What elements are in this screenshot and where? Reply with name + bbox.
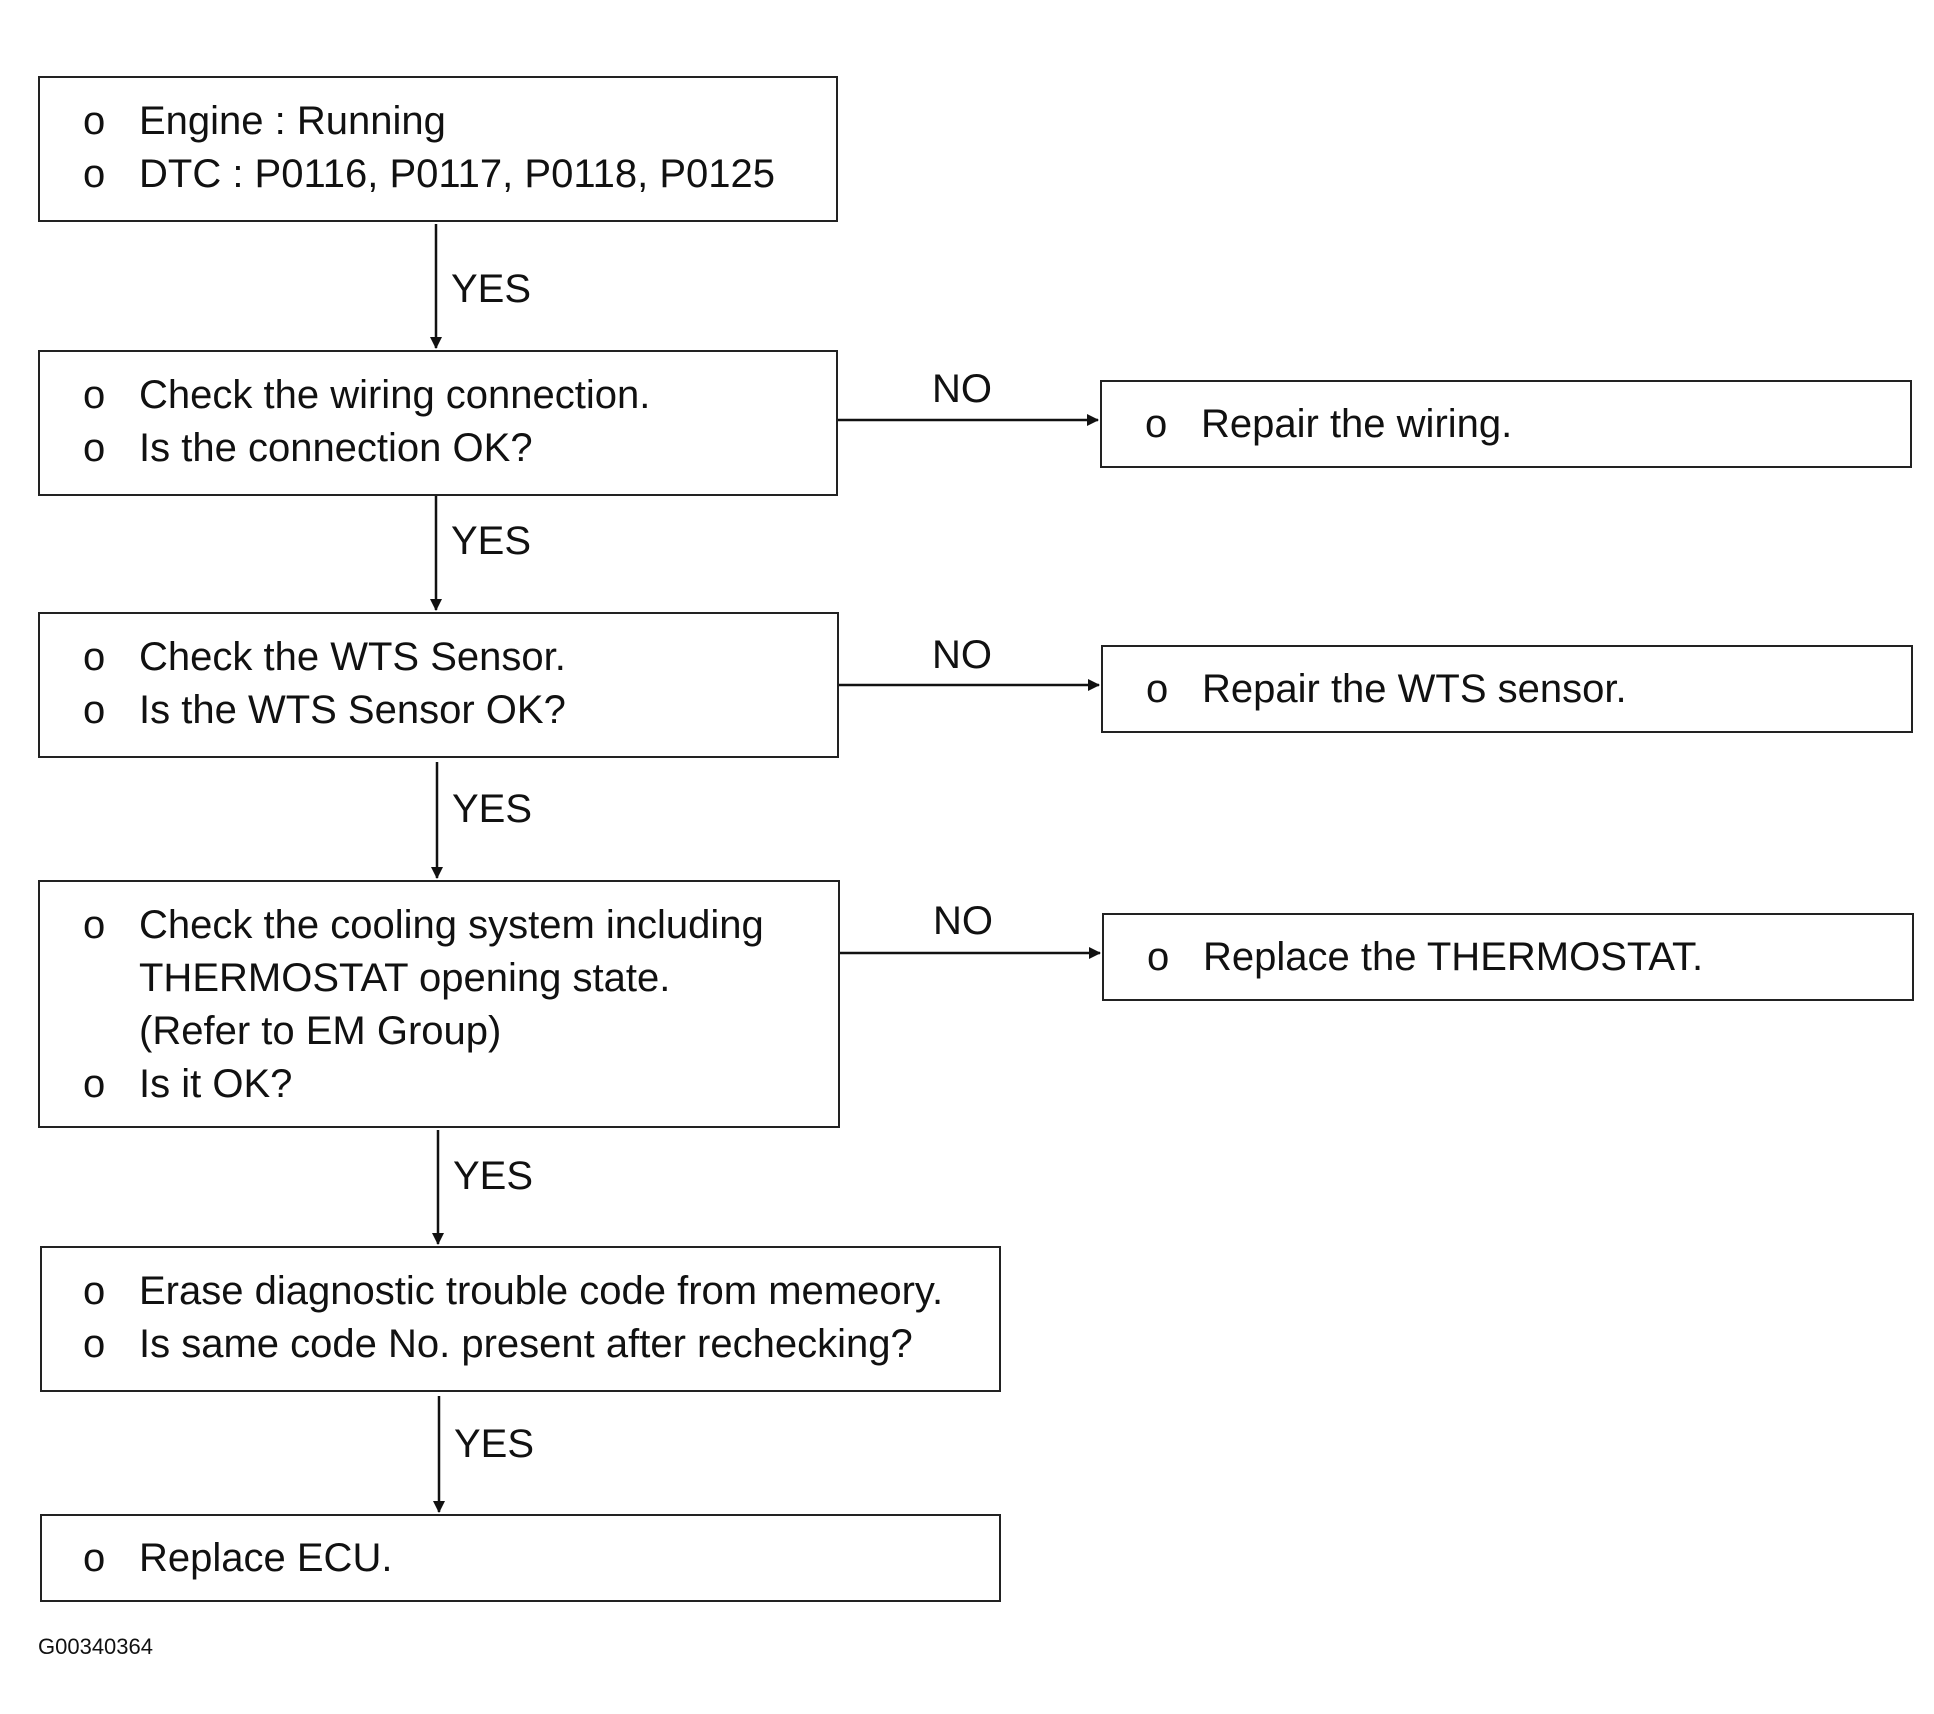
step-text: Check the wiring connection. — [139, 373, 651, 417]
result-box-replace-thermostat: o Replace the THERMOSTAT. — [1102, 913, 1914, 1001]
step-text: Engine : Running — [139, 99, 446, 143]
no-label: NO — [933, 899, 993, 943]
bullet-marker: o — [83, 426, 106, 470]
step-text: DTC : P0116, P0117, P0118, P0125 — [139, 152, 775, 196]
result-text: Replace the THERMOSTAT. — [1203, 935, 1704, 979]
step-box-check-wiring: o Check the wiring connection. o Is the … — [38, 350, 838, 496]
step-text: Check the WTS Sensor. — [139, 635, 566, 679]
result-box-repair-wts-sensor: o Repair the WTS sensor. — [1101, 645, 1913, 733]
bullet-marker: o — [83, 373, 106, 417]
bullet-marker: o — [1146, 667, 1169, 711]
bullet-marker: o — [1147, 935, 1170, 979]
bullet-marker: o — [83, 1062, 106, 1106]
yes-label: YES — [454, 1422, 535, 1466]
bullet-marker: o — [83, 1536, 106, 1580]
figure-id: G00340364 — [38, 1634, 153, 1659]
result-text: Repair the WTS sensor. — [1202, 667, 1627, 711]
no-label: NO — [932, 633, 992, 677]
yes-label: YES — [451, 519, 532, 563]
step-text: THERMOSTAT opening state. — [139, 956, 671, 1000]
yes-label: YES — [452, 787, 533, 831]
yes-label: YES — [453, 1154, 534, 1198]
bullet-marker: o — [83, 99, 106, 143]
step-text: Is the connection OK? — [139, 426, 533, 470]
result-box-repair-wiring: o Repair the wiring. — [1100, 380, 1912, 468]
bullet-marker: o — [1145, 402, 1168, 446]
yes-label: YES — [451, 267, 532, 311]
step-text: Erase diagnostic trouble code from memeo… — [139, 1269, 944, 1313]
bullet-marker: o — [83, 152, 106, 196]
bullet-marker: o — [83, 1269, 106, 1313]
step-box-check-cooling: o Check the cooling system including THE… — [38, 880, 840, 1128]
step-text: Is same code No. present after recheckin… — [139, 1322, 913, 1366]
step-box-replace-ecu: o Replace ECU. — [40, 1514, 1001, 1602]
step-text: Is the WTS Sensor OK? — [139, 688, 566, 732]
step-text: Is it OK? — [139, 1062, 293, 1106]
bullet-marker: o — [83, 635, 106, 679]
step-box-engine-dtc: o Engine : Running o DTC : P0116, P0117,… — [38, 76, 838, 222]
step-box-erase-dtc: o Erase diagnostic trouble code from mem… — [40, 1246, 1001, 1392]
step-text: Replace ECU. — [139, 1536, 393, 1580]
step-text: Check the cooling system including — [139, 903, 764, 947]
step-text: (Refer to EM Group) — [139, 1009, 502, 1053]
bullet-marker: o — [83, 688, 106, 732]
no-label: NO — [932, 367, 992, 411]
result-text: Repair the wiring. — [1201, 402, 1513, 446]
bullet-marker: o — [83, 903, 106, 947]
bullet-marker: o — [83, 1322, 106, 1366]
step-box-check-wts-sensor: o Check the WTS Sensor. o Is the WTS Sen… — [38, 612, 839, 758]
